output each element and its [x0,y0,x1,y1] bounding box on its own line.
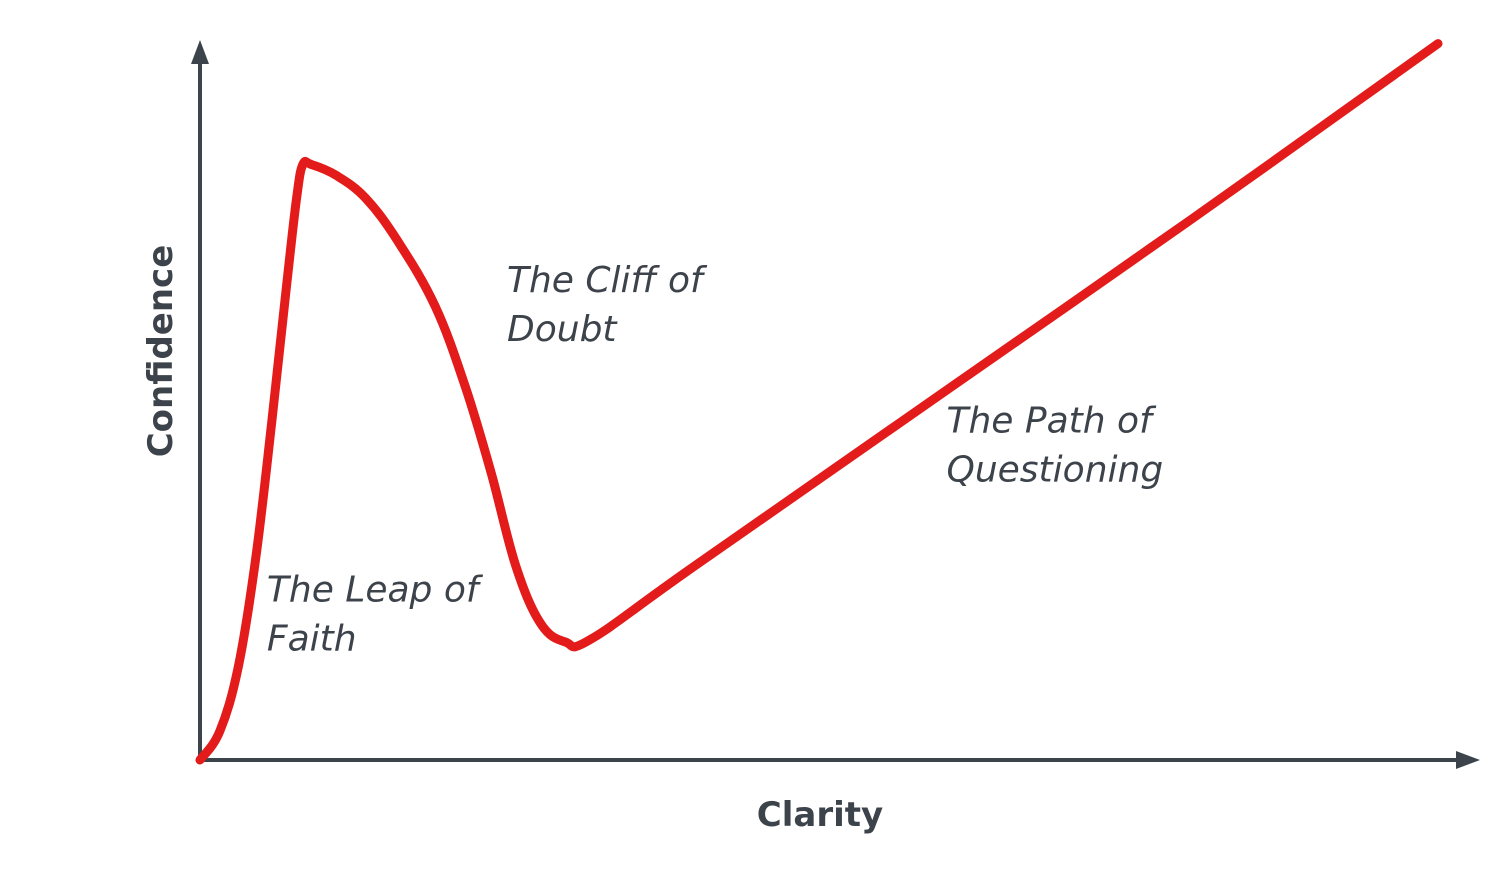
y-axis-label: Confidence [141,245,181,458]
annotation-1-line-1: The Leap of [267,570,484,611]
annotation-2: The Cliff of Doubt [507,260,708,350]
annotation-3: The Path of Questioning [947,400,1164,490]
y-axis-arrow-icon [191,40,209,64]
annotation-2-line-1: The Cliff of [507,260,708,301]
annotation-1: The Leap of Faith [267,570,484,660]
annotation-1-line-2: Faith [267,619,357,660]
x-axis-arrow-icon [1456,751,1480,769]
annotation-3-line-1: The Path of [947,400,1158,441]
x-axis-label: Clarity [757,795,883,835]
annotation-2-line-2: Doubt [507,309,618,350]
series-line-confidence-curve [195,39,1443,765]
annotation-3-line-2: Questioning [947,449,1164,490]
